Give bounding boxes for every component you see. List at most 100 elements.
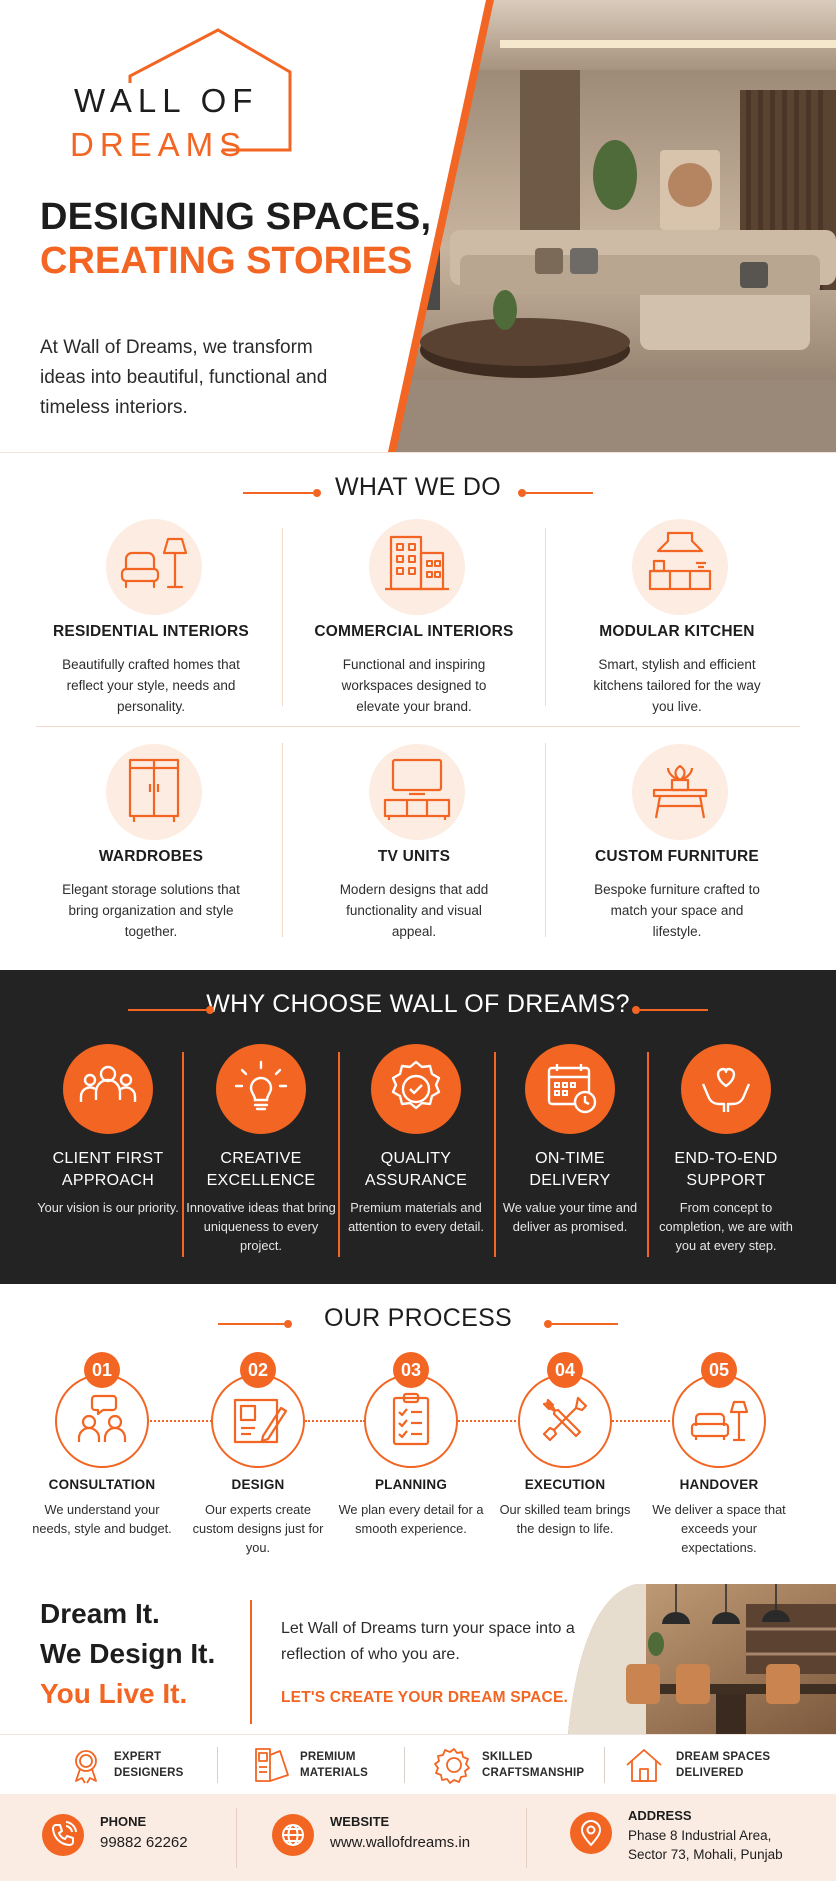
phone-number[interactable]: 99882 62262 [100, 1834, 188, 1851]
service-description: Smart, stylish and efficient kitchens ta… [593, 657, 761, 714]
why-description: We value your time and deliver as promis… [502, 1200, 638, 1234]
section-title: WHAT WE DO [335, 473, 501, 501]
house-outline-icon [128, 28, 292, 152]
cta-link[interactable]: LET'S CREATE YOUR DREAM SPACE. [281, 1689, 568, 1706]
step-number-badge: 01 [84, 1352, 120, 1388]
contact-address[interactable]: ADDRESS Phase 8 Industrial Area,Sector 7… [570, 1806, 810, 1862]
location-pin-icon [581, 1820, 601, 1846]
service-description: Bespoke furniture crafted to match your … [594, 882, 760, 939]
hero-title-line-2: CREATING STORIES [40, 240, 413, 282]
step-number-badge: 05 [701, 1352, 737, 1388]
armchair-lamp-icon [120, 537, 188, 589]
table-plant-icon [652, 764, 708, 819]
tv-unit-icon [383, 758, 451, 820]
process-section: OUR PROCESS 01 CONSULTATION We understan… [0, 1284, 836, 1584]
step-title: EXECUTION [524, 1477, 606, 1492]
address-label: ADDRESS [628, 1808, 692, 1823]
consultation-icon [77, 1394, 127, 1442]
header-ornament [243, 489, 593, 497]
service-name: COMMERCIAL INTERIORS [314, 623, 514, 640]
hands-heart-icon [701, 1067, 751, 1112]
brand-logo: WALL OF DREAMS [70, 28, 300, 163]
contact-website[interactable]: WEBSITE www.wallofdreams.in [272, 1812, 522, 1868]
quality-badge-icon [391, 1060, 441, 1110]
grid-divider [36, 726, 800, 727]
service-description: Beautifully crafted homes that reflect y… [62, 657, 240, 714]
tagline-line-2: We Design It. [40, 1638, 216, 1669]
service-description: Modern designs that add functionality an… [339, 882, 489, 939]
tagline-line-1: Dream It. [40, 1598, 160, 1629]
why-description: Your vision is our priority. [37, 1200, 179, 1215]
step-description: Our experts create custom designs just f… [192, 1502, 324, 1555]
address-text: Phase 8 Industrial Area,Sector 73, Mohal… [628, 1828, 783, 1862]
grid-divider [282, 528, 283, 706]
step-title: CONSULTATION [48, 1477, 156, 1492]
divider [647, 1052, 649, 1257]
divider [236, 1808, 237, 1868]
section-title: OUR PROCESS [323, 1304, 513, 1332]
step-number-badge: 03 [393, 1352, 429, 1388]
phone-icon [52, 1821, 77, 1846]
office-building-icon [385, 535, 449, 591]
blueprint-pencil-icon [233, 1398, 288, 1444]
why-choose-header: WHY CHOOSE WALL OF DREAMS? [0, 990, 836, 1019]
cta-text: Let Wall of Dreams turn your space into … [281, 1620, 575, 1663]
hero-title-line-1: DESIGNING SPACES, [40, 196, 432, 238]
step-number-badge: 04 [547, 1352, 583, 1388]
contact-phone[interactable]: PHONE 99882 62262 [42, 1812, 232, 1868]
people-icon [79, 1065, 137, 1102]
step-title: DESIGN [231, 1477, 285, 1492]
cta-section: Dream It. We Design It. You Live It. Let… [0, 1584, 836, 1734]
divider [338, 1052, 340, 1257]
grid-divider [545, 743, 546, 937]
swatches-icon [255, 1748, 289, 1782]
service-description: Elegant storage solutions that bring org… [62, 882, 240, 939]
why-description: From concept to completion, we are with … [659, 1200, 793, 1253]
lightbulb-icon [234, 1060, 288, 1111]
service-description: Functional and inspiring workspaces desi… [341, 657, 487, 714]
website-url[interactable]: www.wallofdreams.in [330, 1834, 471, 1851]
service-name: WARDROBES [98, 848, 204, 865]
home-icon [626, 1749, 662, 1782]
website-label: WEBSITE [330, 1814, 390, 1829]
process-connector [305, 1420, 365, 1422]
service-name: TV UNITS [377, 848, 451, 865]
kitchen-icon [648, 531, 712, 591]
header-ornament [128, 1006, 708, 1014]
award-icon [75, 1750, 97, 1784]
tools-icon [542, 1396, 588, 1442]
step-description: We understand your needs, style and budg… [32, 1502, 172, 1536]
contact-bar: PHONE 99882 62262 WEBSITE www.wallofdrea… [0, 1794, 836, 1881]
grid-divider [282, 743, 283, 937]
step-description: Our skilled team brings the design to li… [499, 1502, 631, 1536]
step-title: HANDOVER [679, 1477, 759, 1492]
what-we-do-section: WHAT WE DO RESIDENTIAL INTERIORS Beautif… [0, 452, 836, 970]
divider [604, 1747, 605, 1783]
grid-divider [545, 528, 546, 706]
hero-description: At Wall of Dreams, we transform ideas in… [40, 337, 328, 418]
divider [526, 1808, 527, 1868]
step-description: We plan every detail for a smooth experi… [338, 1502, 484, 1536]
why-description: Innovative ideas that bring uniqueness t… [186, 1200, 336, 1253]
gear-icon [434, 1748, 470, 1784]
what-we-do-header: WHAT WE DO [0, 473, 836, 502]
service-name: RESIDENTIAL INTERIORS [53, 623, 249, 640]
tagline-line-3: You Live It. [40, 1678, 188, 1709]
step-number-badge: 02 [240, 1352, 276, 1388]
phone-label: PHONE [100, 1814, 147, 1829]
